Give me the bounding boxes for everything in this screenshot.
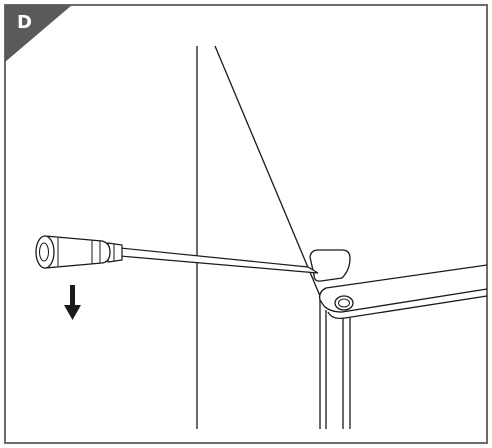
door-edge xyxy=(214,45,321,297)
cabinet-top xyxy=(318,264,488,320)
step-label: D xyxy=(17,12,32,33)
cabinet-side xyxy=(319,300,351,429)
hinge-cover-icon xyxy=(309,249,351,282)
step-badge-shape xyxy=(5,5,72,62)
screw-icon xyxy=(334,295,354,311)
screwdriver-icon xyxy=(35,235,319,274)
step-badge: D xyxy=(0,0,62,48)
down-arrow-icon xyxy=(64,285,81,320)
panel-frame xyxy=(4,4,488,444)
